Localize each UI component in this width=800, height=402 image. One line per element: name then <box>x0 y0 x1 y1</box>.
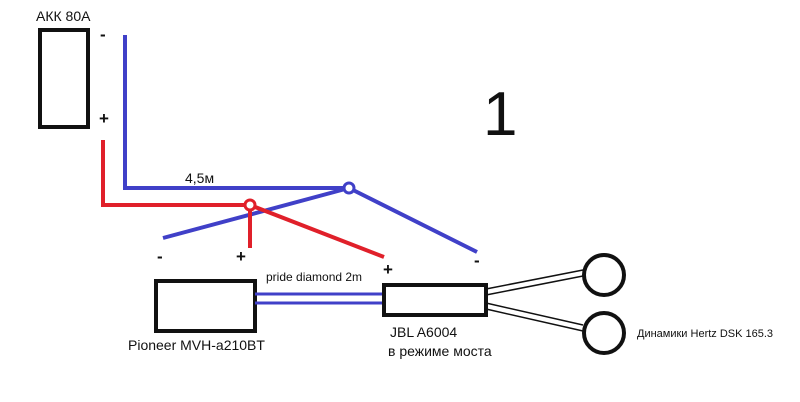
speaker-bottom <box>582 311 626 355</box>
head-unit-minus-label: - <box>157 247 163 266</box>
speaker-top <box>582 253 626 297</box>
battery-box <box>38 28 90 129</box>
head-unit-plus-label: + <box>236 247 246 266</box>
amp-minus-label: - <box>474 251 480 270</box>
power-wire-to-amplifier <box>249 203 385 259</box>
speaker-wire-2a <box>485 302 584 326</box>
power-wire-main <box>101 140 250 207</box>
ground-wire-to-amplifier <box>348 186 478 254</box>
cable-length-label: 4,5м <box>185 170 214 186</box>
ground-wire-main <box>123 35 349 190</box>
head-unit-label: Pioneer MVH-a210BT <box>128 337 265 353</box>
speakers-label: Динамики Hertz DSK 165.3 <box>637 328 773 340</box>
speaker-wire-2b <box>485 308 584 332</box>
rca-cable-label: pride diamond 2m <box>266 270 362 284</box>
amplifier-label: JBL A6004 <box>390 324 457 340</box>
battery-minus-label: - <box>100 25 106 44</box>
diagram-number: 1 <box>483 80 517 149</box>
ground-wire-to-head-unit <box>162 186 350 240</box>
amplifier-box <box>382 283 488 317</box>
battery-plus-label: + <box>99 109 109 128</box>
amp-plus-label: + <box>383 260 393 279</box>
speaker-wire-1a <box>485 269 584 290</box>
speaker-wire-1b <box>485 275 584 296</box>
battery-label: АКК 80А <box>36 8 91 24</box>
amplifier-mode-label: в режиме моста <box>388 343 492 359</box>
power-junction <box>243 198 257 212</box>
ground-junction <box>342 181 356 195</box>
head-unit-box <box>154 279 257 333</box>
